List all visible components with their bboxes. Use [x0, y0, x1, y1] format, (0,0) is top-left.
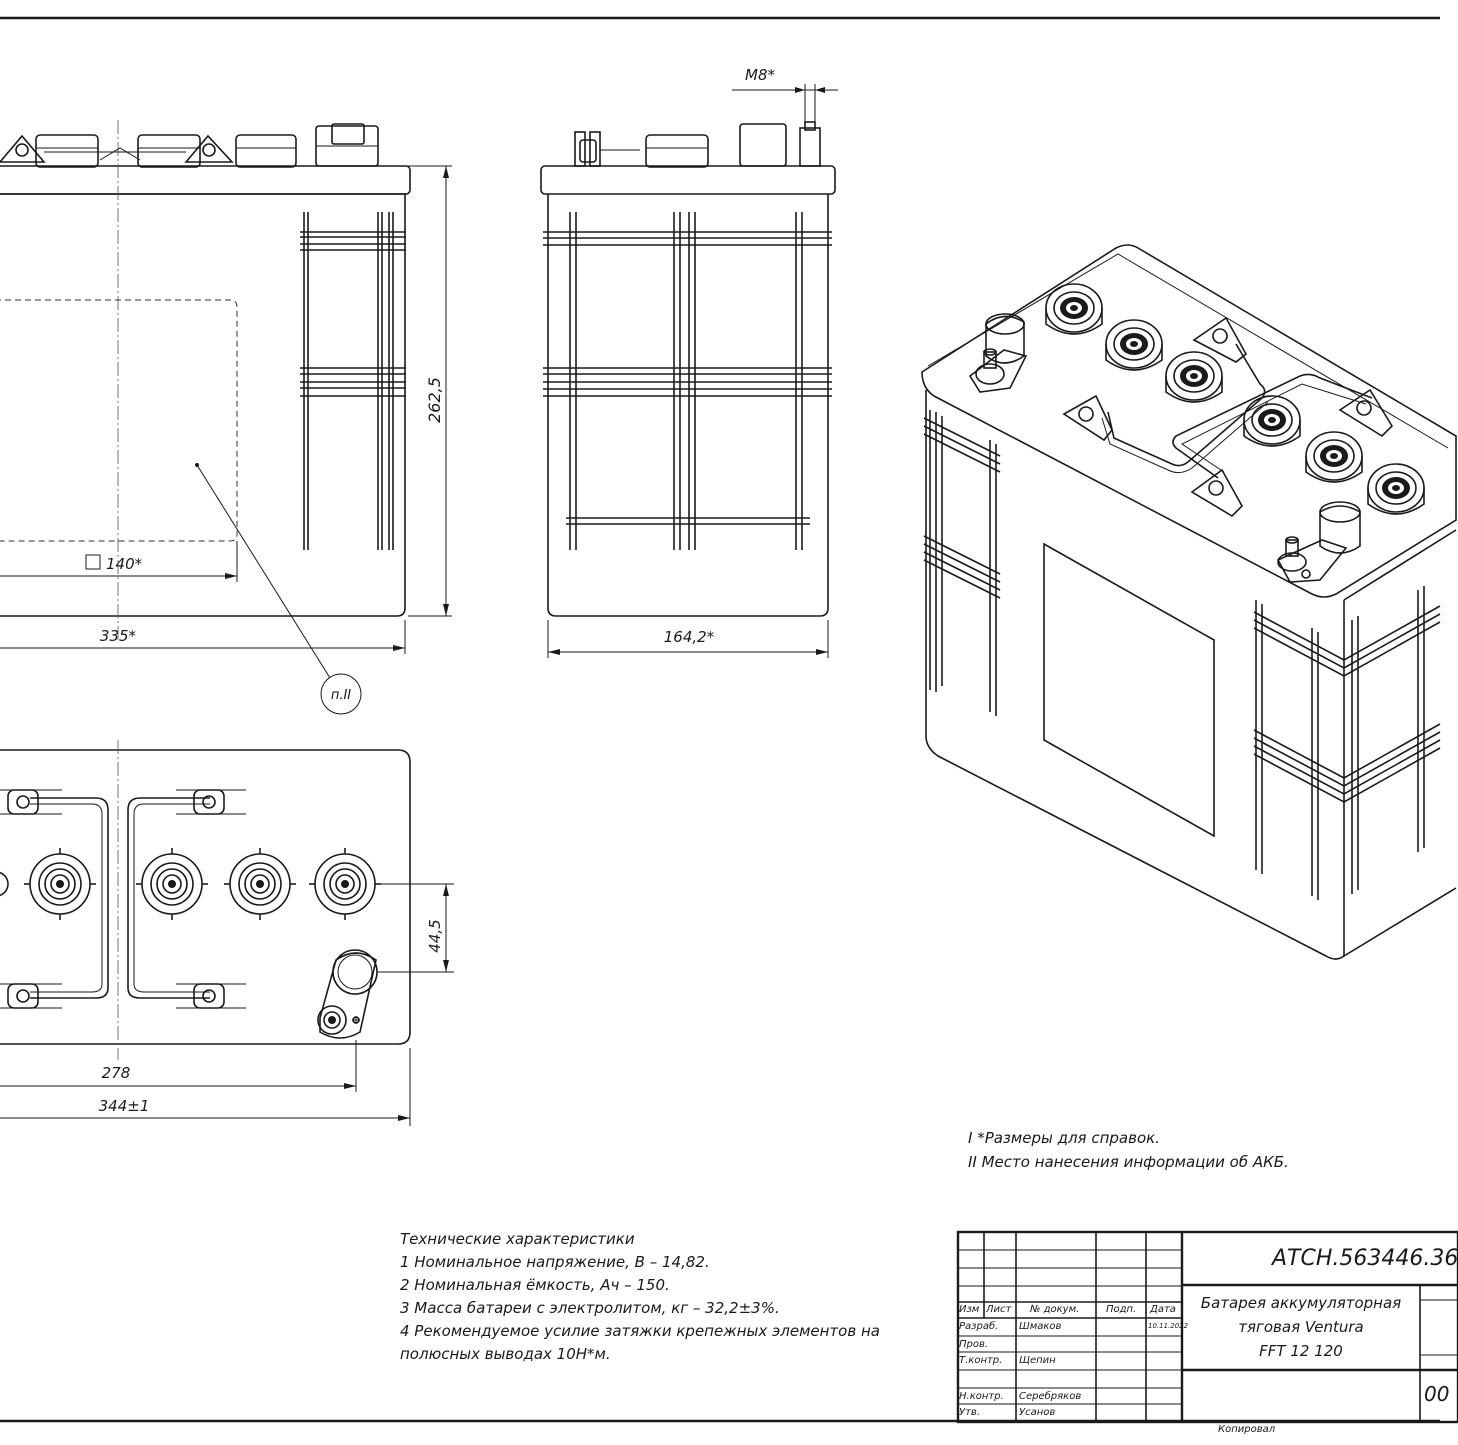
- isometric-view: [921, 244, 1457, 960]
- tech-item-4-cont: полюсных выводах 10Н*м.: [400, 1345, 611, 1363]
- name-norm-control: Серебряков: [1019, 1391, 1082, 1402]
- name-approver: Усанов: [1019, 1407, 1056, 1418]
- front-caps: [0, 123, 379, 168]
- legend-notes: I *Размеры для справок. II Место нанесен…: [968, 1126, 1289, 1174]
- iso-right-cage: [1253, 586, 1441, 900]
- title-block-grid: [956, 1230, 1458, 1424]
- date-developer: 10.11.2022: [1148, 1322, 1189, 1330]
- side-cage: [543, 212, 832, 550]
- header-date: Дата: [1150, 1304, 1176, 1315]
- iso-lugs: [1062, 316, 1394, 518]
- legend-note-2: II Место нанесения информации об АКБ.: [968, 1153, 1289, 1171]
- legend-note-1: I *Размеры для справок.: [968, 1129, 1160, 1147]
- dim-width-front: 335*: [100, 627, 137, 645]
- header-list: Лист: [986, 1304, 1012, 1315]
- role-developer: Разраб.: [959, 1321, 999, 1332]
- header-izm: Изм: [959, 1304, 980, 1315]
- side-view: M8* 164,2*: [540, 66, 838, 658]
- front-view: 262,5 140* 335* п.II: [0, 120, 452, 715]
- drawing-title-line-3: FFT 12 120: [1259, 1342, 1343, 1360]
- dim-height: 262,5: [425, 377, 444, 423]
- iso-left-cage: [923, 410, 1001, 716]
- dim-width-side: 164,2*: [664, 628, 715, 646]
- name-developer: Шмаков: [1019, 1321, 1062, 1332]
- iso-terminals: [968, 313, 1361, 583]
- top-vent-caps: [0, 848, 381, 920]
- name-tech-control: Щепин: [1019, 1355, 1056, 1366]
- tech-item-1: 1 Номинальное напряжение, В – 14,82.: [400, 1253, 710, 1271]
- role-approver: Утв.: [959, 1407, 980, 1418]
- dim-overall-length: 344±1: [99, 1097, 150, 1115]
- front-cage: [300, 212, 406, 550]
- iso-label-panel: [1043, 542, 1215, 838]
- callout-circle: [320, 673, 362, 715]
- role-tech-control: Т.контр.: [959, 1355, 1003, 1366]
- tech-heading: Технические характеристики: [400, 1230, 635, 1248]
- tech-item-4: 4 Рекомендуемое усилие затяжки крепежных…: [400, 1322, 880, 1340]
- drawing-title-line-2: тяговая Ventura: [1238, 1318, 1364, 1336]
- tech-item-3: 3 Масса батареи с электролитом, кг – 32,…: [400, 1299, 780, 1317]
- header-sign: Подп.: [1106, 1304, 1137, 1315]
- drawing-title-line-1: Батарея аккумуляторная: [1200, 1294, 1402, 1312]
- doc-number: АТСН.563446.36: [1272, 1246, 1458, 1271]
- header-doc: № докум.: [1030, 1304, 1080, 1315]
- dim-square: 140*: [106, 555, 143, 573]
- top-view: 44,5 278 344±1: [0, 740, 454, 1126]
- callout-label: п.II: [331, 688, 351, 703]
- iso-vent-caps: [1045, 283, 1425, 515]
- top-terminal: [317, 949, 378, 1039]
- tech-item-2: 2 Номинальная ёмкость, Ач – 150.: [400, 1276, 670, 1294]
- dim-offset: 44,5: [426, 919, 444, 952]
- dim-terminal-distance: 278: [102, 1064, 131, 1082]
- info-label-area: [0, 299, 238, 542]
- role-norm-control: Н.контр.: [959, 1391, 1004, 1402]
- top-lugs: [0, 789, 246, 1009]
- dim-m8: M8*: [745, 66, 775, 84]
- copied-label: Копировал: [1218, 1424, 1276, 1435]
- role-checker: Пров.: [959, 1339, 989, 1350]
- sheet-code: 00: [1424, 1382, 1450, 1406]
- technical-characteristics: Технические характеристики 1 Номинальное…: [400, 1228, 920, 1366]
